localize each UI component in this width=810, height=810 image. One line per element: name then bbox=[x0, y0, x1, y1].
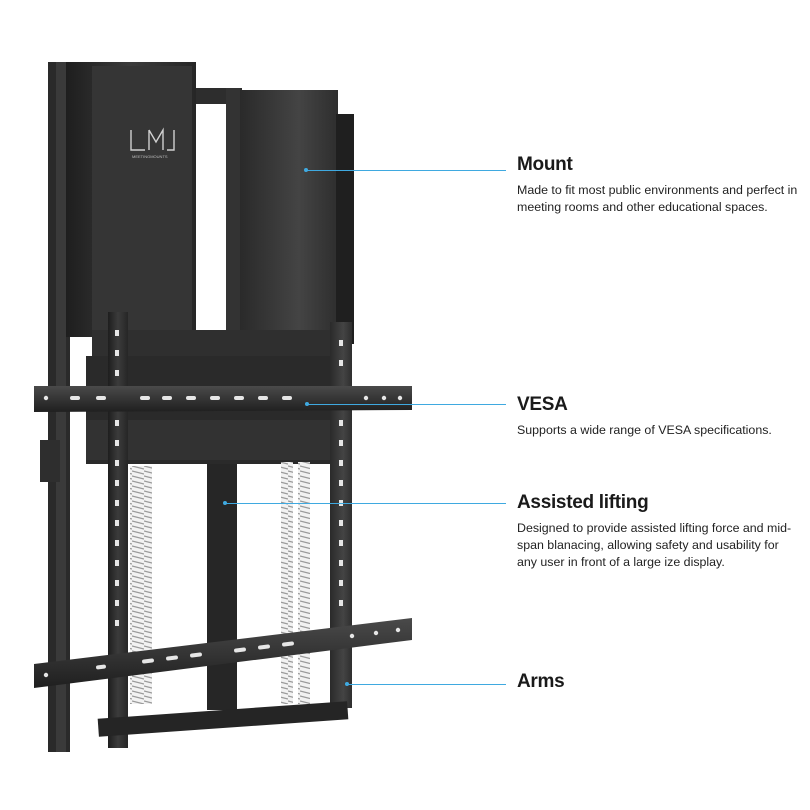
callout-text: Made to fit most public environments and… bbox=[517, 183, 798, 214]
svg-text:MEETINGMOUNTS: MEETINGMOUNTS bbox=[132, 154, 168, 159]
callout-text: Designed to provide assisted lifting for… bbox=[517, 521, 792, 569]
mount-leader-line bbox=[306, 170, 506, 171]
callout-title: VESA bbox=[517, 394, 568, 415]
callout-title: Arms bbox=[517, 671, 565, 692]
bottom-crossbar bbox=[97, 701, 349, 737]
brand-logo: MEETINGMOUNTS bbox=[130, 127, 175, 159]
vesa-bar-upper bbox=[34, 386, 412, 412]
arms-leader-line bbox=[347, 684, 506, 685]
vesa-leader-line bbox=[307, 404, 506, 405]
callout-text: Supports a wide range of VESA specificat… bbox=[517, 423, 772, 437]
assisted-lifting-leader-line bbox=[225, 503, 506, 504]
vesa-bar-lower bbox=[34, 618, 412, 688]
mount-housing bbox=[66, 62, 354, 360]
callout-arms: Arms bbox=[517, 671, 802, 699]
callout-title: Assisted lifting bbox=[517, 492, 649, 513]
callout-vesa: VESA Supports a wide range of VESA speci… bbox=[517, 394, 802, 439]
center-column bbox=[207, 464, 237, 710]
vertical-arms bbox=[108, 312, 352, 748]
callout-mount: Mount Made to fit most public environmen… bbox=[517, 154, 802, 216]
callout-assisted-lifting: Assisted lifting Designed to provide ass… bbox=[517, 492, 802, 571]
callout-title: Mount bbox=[517, 154, 573, 175]
